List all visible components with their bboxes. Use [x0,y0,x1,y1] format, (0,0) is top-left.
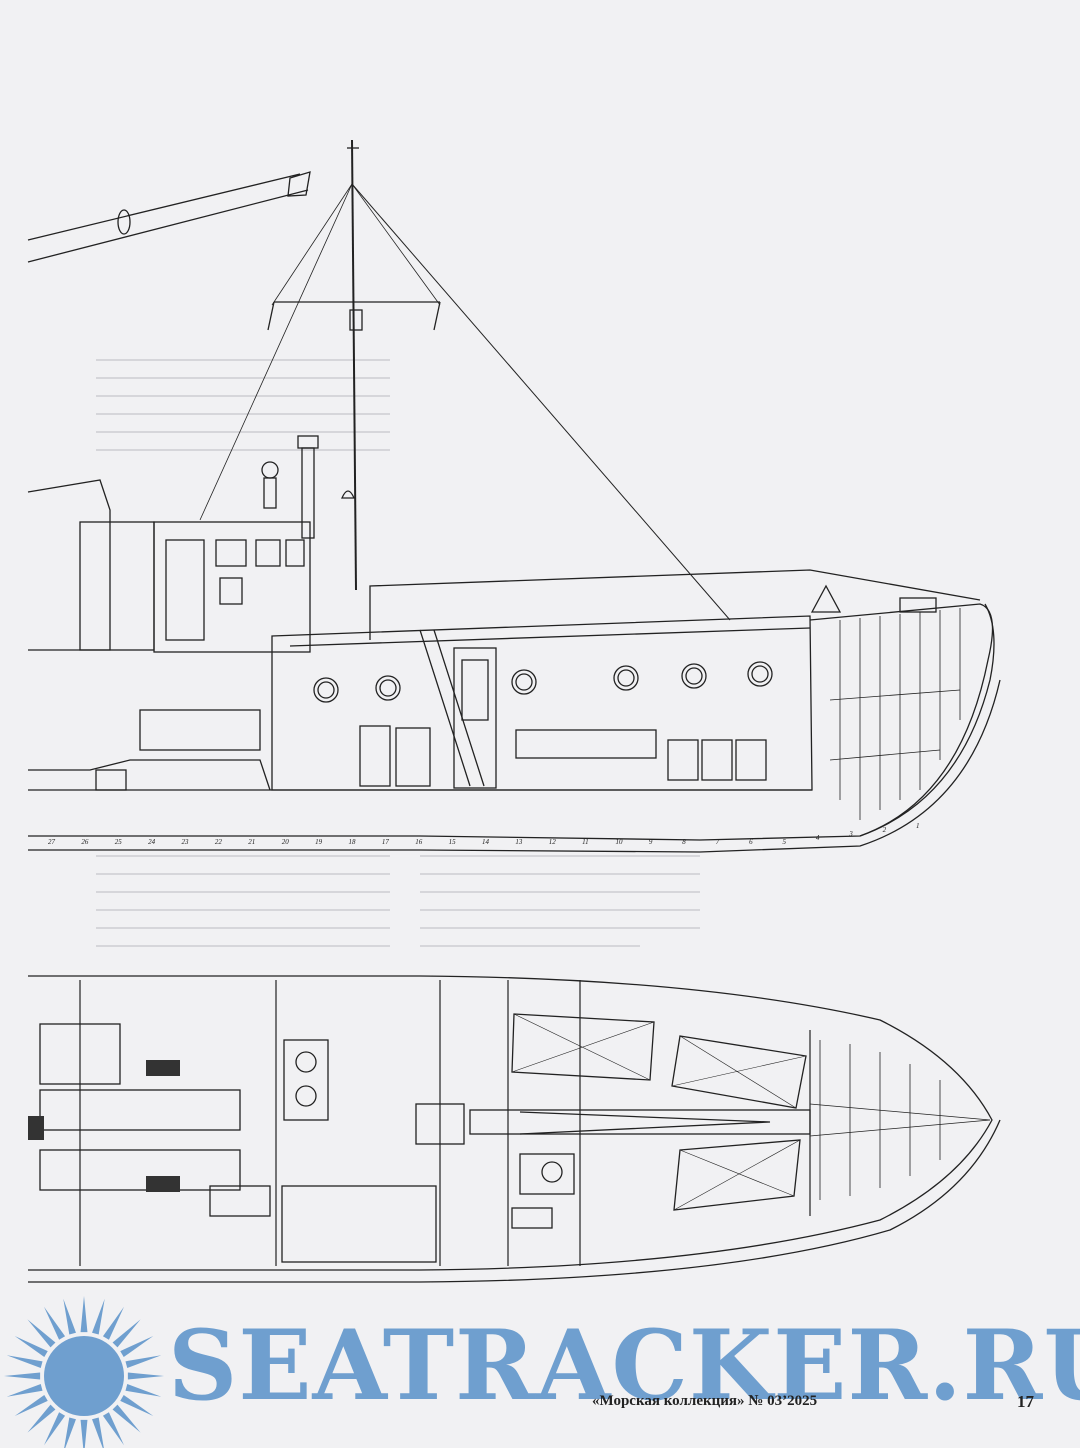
sun-ray [27,1319,56,1348]
sun-ray [6,1384,43,1397]
sun-ray [112,1404,141,1433]
cargo-boom [27,171,311,263]
sun-ray [14,1394,48,1416]
frame-number: 22 [215,838,223,846]
frame-number: 14 [482,838,490,846]
plan-view-drawing [28,975,1001,1283]
sun-ray [63,1298,76,1335]
sun-ray [92,1298,105,1335]
frame-number: 5 [782,838,786,846]
hull-profile [28,603,995,841]
frame-number: 2 [883,826,887,834]
frame-number: 11 [582,838,588,846]
deck-line [369,569,981,640]
sun-ray [27,1404,56,1433]
sun-ray [6,1355,43,1368]
sun-ray [80,1419,88,1448]
mast [351,139,357,591]
frame-number: 4 [816,834,820,842]
frame-number: 21 [248,838,255,846]
sun-ray [125,1355,162,1368]
frame-number: 15 [449,838,457,846]
sun-ray [120,1336,154,1358]
sun-ray [92,1417,104,1448]
sun-ray [127,1372,164,1380]
frame-number: 1 [916,822,920,830]
frame-number: 10 [616,838,624,846]
sun-ray [80,1296,88,1333]
frame-number: 27 [48,838,56,846]
watermark-sun-logo [4,1296,164,1448]
frame-number: 9 [649,838,653,846]
frame-number: 18 [348,838,356,846]
frame-number: 20 [282,838,290,846]
frame-number: 25 [115,838,123,846]
frame-number: 3 [848,830,853,838]
frame-number: 23 [182,838,190,846]
magazine-footer: «Морская коллекция» № 03’2025 [592,1393,818,1409]
sun-ray [14,1336,48,1358]
frame-number: 6 [749,838,753,846]
plan-hull-outline [28,975,993,1271]
deckhouse [271,615,813,791]
frame-number: 13 [515,838,523,846]
sun-ray [102,1412,124,1446]
sun-ray [120,1394,154,1416]
bow-structure [809,603,994,837]
frame-number: 19 [315,838,323,846]
frame-number: 26 [81,838,89,846]
watermark-text: SEATRACKER.RU [168,1309,1080,1422]
sun-disc [44,1336,124,1416]
sun-ray [112,1319,141,1348]
frame-number: 16 [415,838,423,846]
frame-number: 8 [682,838,686,846]
sun-ray [4,1372,41,1380]
page-number: 17 [1017,1392,1034,1411]
side-profile-drawing [27,139,1001,853]
frame-number: 12 [549,838,557,846]
sun-ray [44,1412,66,1446]
sun-ray [64,1417,76,1448]
sun-ray [125,1384,162,1397]
portholes [313,661,773,703]
frame-number: 7 [716,838,720,846]
frame-number: 24 [148,838,156,846]
grated-blocks [28,1060,180,1192]
frame-number: 17 [382,838,390,846]
fore-stay [351,183,731,621]
sun-ray [102,1306,124,1340]
background-text-noise [96,359,700,947]
sun-ray [44,1306,66,1340]
